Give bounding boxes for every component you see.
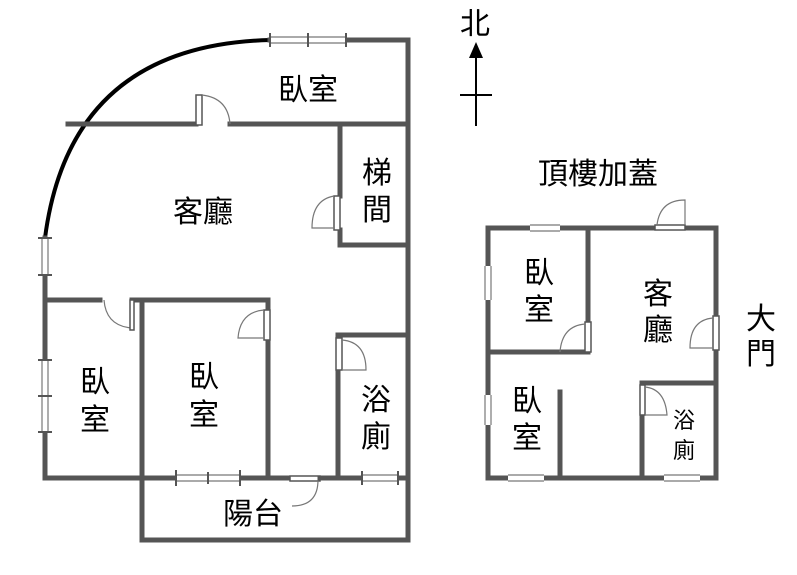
roof-label-living-1: 客	[643, 277, 673, 312]
door-bath	[335, 337, 343, 371]
label-entrance-2: 門	[746, 337, 776, 372]
door-stair	[333, 195, 341, 231]
roof-label-bath-2: 廁	[673, 439, 695, 464]
label-bath-1: 浴	[361, 383, 391, 418]
label-balcony: 陽台	[223, 497, 283, 532]
roof-label-bath-1: 浴	[673, 409, 695, 434]
balcony-wall	[139, 475, 411, 543]
roof-label-bedroom-top-1: 臥	[524, 256, 554, 291]
label-bedroom-mid-2: 室	[189, 398, 219, 433]
roof-label-bedroom-bottom-2: 室	[512, 421, 542, 456]
door-swing-roof-top	[656, 199, 686, 226]
door-roof-bath	[639, 384, 646, 416]
door-swing-bedroom-top	[201, 94, 231, 125]
roof-label-bedroom-top-2: 室	[524, 293, 554, 328]
door-swing-bedroom-mid	[237, 309, 265, 339]
label-bedroom-left-2: 室	[80, 403, 110, 438]
label-bedroom-mid-1: 臥	[189, 360, 219, 395]
main-floor: 臥室 客廳 梯 間 臥 室 臥 室 浴 廁 陽台	[38, 33, 411, 543]
door-balcony	[289, 475, 321, 482]
door-swing-bedroom-left	[103, 299, 133, 329]
roof-wall-bath	[639, 380, 719, 481]
roof-outer-wall	[485, 225, 719, 481]
label-bedroom-left-1: 臥	[80, 365, 110, 400]
door-roof-bedroom	[584, 321, 592, 353]
roof-label-bedroom-bottom-1: 臥	[512, 384, 542, 419]
label-living: 客廳	[173, 195, 233, 230]
outer-wall-west	[42, 235, 145, 481]
door-swing-roof-bedroom	[559, 323, 586, 353]
wall-bath	[335, 332, 411, 481]
door-bedroom-left	[129, 299, 135, 331]
label-entrance-1: 大	[746, 302, 776, 337]
door-swing-entrance	[689, 317, 714, 349]
door-swing-bath	[341, 339, 367, 371]
roof-floor: 頂樓加蓋 臥 室 客	[484, 157, 776, 482]
wall-bedroom-mid	[139, 297, 271, 481]
north-arrow-icon	[469, 42, 483, 58]
label-stair-2: 間	[362, 193, 392, 228]
label-bedroom-top: 臥室	[278, 73, 338, 108]
door-bedroom-mid	[263, 309, 271, 341]
door-swing-roof-bath	[644, 386, 668, 416]
door-main-entrance	[712, 315, 720, 351]
roof-title: 頂樓加蓋	[538, 157, 658, 192]
north-arrow: 北	[460, 7, 492, 126]
north-label: 北	[460, 7, 490, 42]
wall-stair-south	[337, 227, 411, 248]
label-stair-1: 梯	[362, 156, 392, 191]
curved-wall	[43, 38, 271, 239]
door-bedroom-top	[195, 94, 203, 126]
door-swing-balcony	[291, 479, 319, 507]
door-roof-top	[654, 224, 686, 231]
roof-label-living-2: 廳	[643, 313, 673, 348]
label-bath-2: 廁	[361, 420, 391, 455]
door-swing-stair	[311, 195, 335, 229]
